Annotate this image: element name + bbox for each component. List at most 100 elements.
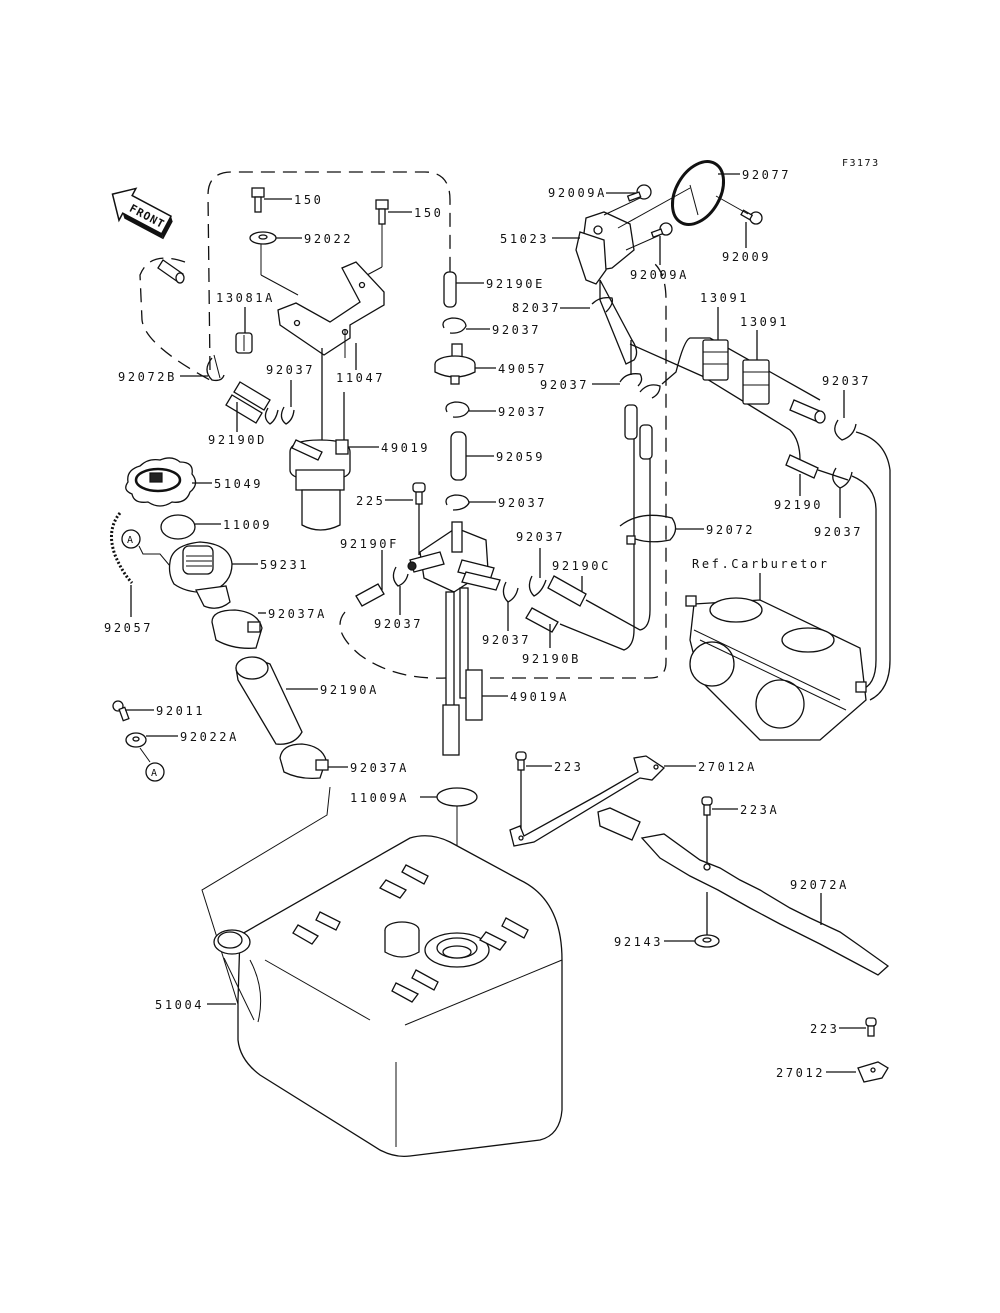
hose-92190[interactable] bbox=[785, 454, 819, 479]
label-92037-a: 92037 bbox=[266, 363, 315, 377]
label-92190E: 92190E bbox=[486, 277, 545, 291]
hose-92190E[interactable] bbox=[443, 271, 457, 308]
hose-route-dashed bbox=[139, 257, 211, 381]
filter-49057[interactable] bbox=[434, 343, 476, 385]
label-92037-g: 92037 bbox=[516, 530, 565, 544]
band-92072A[interactable] bbox=[597, 807, 890, 976]
clip-92037-e[interactable] bbox=[392, 566, 409, 587]
label-92072B: 92072B bbox=[118, 370, 177, 384]
clip-92037-d[interactable] bbox=[445, 494, 470, 511]
bolt-92011[interactable] bbox=[112, 700, 130, 722]
label-223-b: 223 bbox=[810, 1022, 839, 1036]
label-92037-e: 92037 bbox=[374, 617, 423, 631]
hose-tubes-center[interactable] bbox=[624, 404, 653, 460]
clip-92072B[interactable] bbox=[206, 354, 225, 382]
ref-carburetor-label: Ref.Carburetor bbox=[692, 557, 830, 571]
washer-92022[interactable] bbox=[249, 231, 277, 245]
filler-neck-59231[interactable] bbox=[168, 541, 233, 609]
washer-92022A[interactable] bbox=[125, 732, 147, 748]
label-225: 225 bbox=[356, 494, 385, 508]
seal-11009[interactable] bbox=[160, 514, 196, 540]
clip-92037-i[interactable] bbox=[834, 419, 857, 441]
label-92190F: 92190F bbox=[340, 537, 399, 551]
label-92037A-a: 92037A bbox=[268, 607, 327, 621]
hose-right-short[interactable] bbox=[789, 399, 826, 424]
label-92077: 92077 bbox=[742, 168, 791, 182]
fuel-valve[interactable] bbox=[407, 521, 501, 733]
hose-clamp-92037A-a[interactable] bbox=[211, 609, 263, 649]
clip-82037[interactable] bbox=[591, 296, 614, 313]
clip-92037-a[interactable] bbox=[264, 406, 295, 425]
label-49057: 49057 bbox=[498, 362, 547, 376]
tether-92057[interactable] bbox=[109, 512, 134, 585]
clip-92037-c[interactable] bbox=[445, 401, 470, 418]
bracket-11047[interactable] bbox=[277, 261, 385, 356]
washer-92143[interactable] bbox=[694, 934, 720, 948]
label-92009A-a: 92009A bbox=[548, 186, 607, 200]
screw-223-b[interactable] bbox=[865, 1017, 877, 1037]
stay-27012A[interactable] bbox=[509, 755, 666, 847]
label-92190: 92190 bbox=[774, 498, 823, 512]
label-92037-h: 92037 bbox=[540, 378, 589, 392]
nut-plate-27012[interactable] bbox=[857, 1061, 889, 1083]
clip-92037-b[interactable] bbox=[442, 317, 467, 334]
label-82037: 82037 bbox=[512, 301, 561, 315]
hose-top-left[interactable] bbox=[157, 259, 185, 284]
label-92190A: 92190A bbox=[320, 683, 379, 697]
tank-ribs bbox=[292, 864, 529, 1003]
label-92009: 92009 bbox=[722, 250, 771, 264]
label-11009: 11009 bbox=[223, 518, 272, 532]
fuel-tank-51004[interactable] bbox=[201, 786, 563, 1158]
label-92022A: 92022A bbox=[180, 730, 239, 744]
ref-marker-a-2: A bbox=[145, 762, 165, 782]
label-92072: 92072 bbox=[706, 523, 755, 537]
clamp-13091-a[interactable] bbox=[702, 339, 729, 381]
bolt-150-a[interactable] bbox=[251, 187, 265, 213]
screw-225[interactable] bbox=[412, 482, 426, 505]
bolt-150-b[interactable] bbox=[375, 199, 389, 225]
gasket-92077[interactable] bbox=[662, 153, 734, 234]
screw-92009A-a[interactable] bbox=[626, 184, 652, 202]
clamp-13091-b[interactable] bbox=[742, 359, 770, 405]
label-59231: 59231 bbox=[260, 558, 309, 572]
label-92057: 92057 bbox=[104, 621, 153, 635]
front-arrow-icon: FRONT bbox=[111, 187, 173, 240]
hose-92190C[interactable] bbox=[547, 575, 587, 607]
clip-92037-h[interactable] bbox=[619, 373, 661, 399]
fuel-cap-51049[interactable] bbox=[125, 457, 197, 507]
label-49019: 49019 bbox=[381, 441, 430, 455]
clip-92037-g[interactable] bbox=[528, 575, 547, 597]
svg-text:A: A bbox=[127, 535, 133, 546]
label-92037-f: 92037 bbox=[482, 633, 531, 647]
label-51023: 51023 bbox=[500, 232, 549, 246]
fuel-filter-49019[interactable] bbox=[289, 439, 351, 531]
label-92037-i: 92037 bbox=[822, 374, 871, 388]
hose-92190D[interactable] bbox=[225, 381, 271, 424]
label-150-b: 150 bbox=[414, 206, 443, 220]
assembly-boundary bbox=[207, 171, 451, 371]
clamp-13081A[interactable] bbox=[235, 332, 253, 354]
screw-223A[interactable] bbox=[701, 796, 713, 816]
label-11047: 11047 bbox=[336, 371, 385, 385]
clip-92037-f[interactable] bbox=[502, 581, 519, 603]
label-13081A: 13081A bbox=[216, 291, 275, 305]
screw-223-a[interactable] bbox=[515, 751, 527, 771]
screw-92009A-b[interactable] bbox=[650, 222, 673, 239]
band-92072[interactable] bbox=[619, 514, 677, 545]
fuel-cock-51023[interactable] bbox=[575, 211, 638, 365]
screw-92009[interactable] bbox=[740, 209, 763, 225]
label-27012: 27012 bbox=[776, 1066, 825, 1080]
label-92190B: 92190B bbox=[522, 652, 581, 666]
seal-11009A[interactable] bbox=[436, 787, 478, 807]
hose-92190A[interactable] bbox=[235, 656, 303, 745]
label-223A: 223A bbox=[740, 803, 779, 817]
hose-clamp-92037A-b[interactable] bbox=[279, 743, 329, 780]
svg-text:A: A bbox=[151, 768, 157, 779]
label-11009A: 11009A bbox=[350, 791, 409, 805]
hose-92190B[interactable] bbox=[525, 607, 559, 633]
hose-92059[interactable] bbox=[450, 431, 467, 481]
hose-92190F[interactable] bbox=[355, 583, 385, 607]
label-92037-j: 92037 bbox=[814, 525, 863, 539]
strainer-49019A[interactable] bbox=[442, 669, 483, 756]
